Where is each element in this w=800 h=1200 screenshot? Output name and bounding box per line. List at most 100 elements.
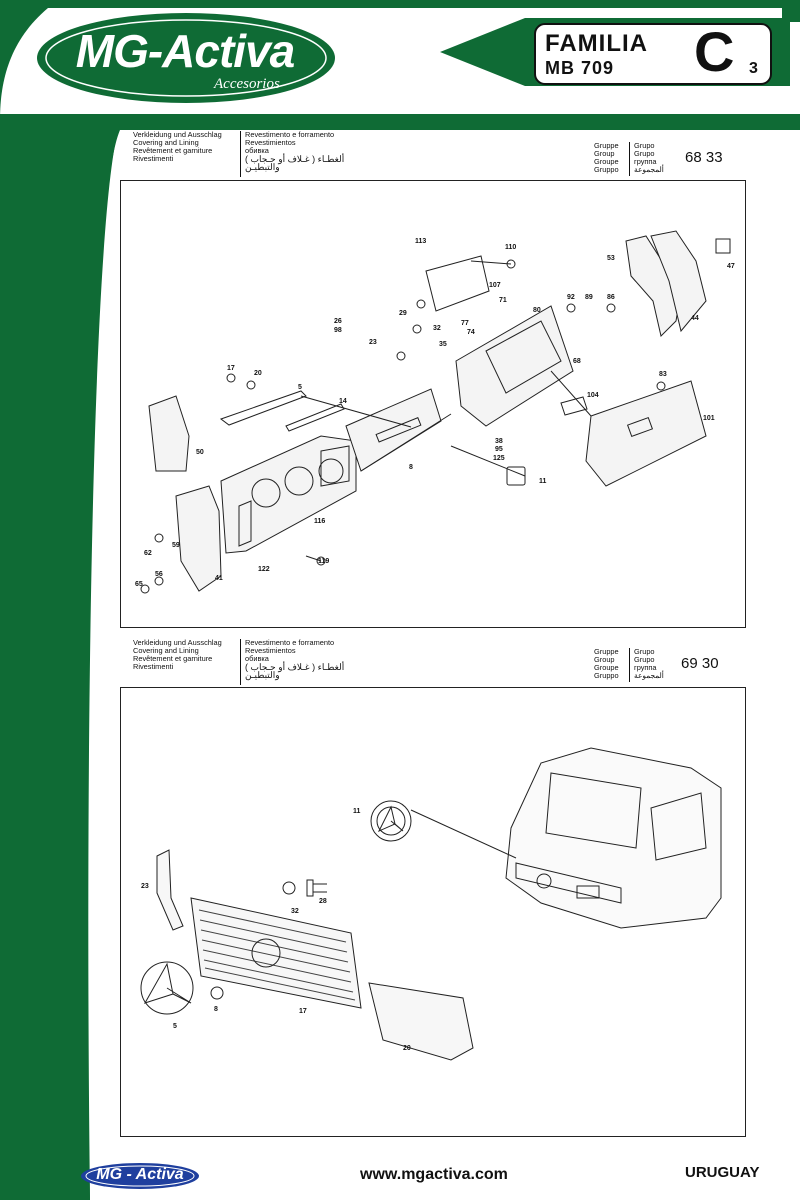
header-divider xyxy=(240,131,241,177)
section1-header-mid: Revestimento e forramento Revestimientos… xyxy=(245,131,395,172)
header-line: Revêtement et garniture xyxy=(133,146,213,155)
header-line: Covering and Lining xyxy=(133,138,199,147)
center-panel-part xyxy=(345,388,442,472)
section1-group-left: Gruppe Group Groupe Gruppo xyxy=(594,142,628,174)
group-label: Gruppo xyxy=(594,671,619,680)
callout: 104 xyxy=(587,392,599,399)
section2-header-mid: Revestimento e forramento Revestimientos… xyxy=(245,638,395,680)
callout: 62 xyxy=(144,550,152,557)
group-label: Gruppe xyxy=(594,141,619,150)
group-number: 68 33 xyxy=(685,149,723,166)
callout: 32 xyxy=(291,908,299,915)
callout: 5 xyxy=(173,1023,177,1030)
header-line: Revestimientos xyxy=(245,646,296,655)
section2-header-left: Verkleidung und Ausschlag Covering and L… xyxy=(133,639,239,671)
callout: 8 xyxy=(214,1006,218,1013)
callout: 20 xyxy=(254,370,262,377)
group-label: Grupo xyxy=(634,647,655,656)
group-divider xyxy=(629,648,630,682)
left-trim-part xyxy=(148,395,190,472)
callout: 107 xyxy=(489,282,501,289)
mirror-part xyxy=(425,255,490,312)
group-label: ألمجموعة xyxy=(634,165,664,174)
header-line: Revestimento e forramento xyxy=(245,638,335,647)
large-star xyxy=(140,961,194,1015)
callout: 20 xyxy=(403,1045,411,1052)
corner-trim xyxy=(368,982,474,1061)
callout: 26 xyxy=(334,318,342,325)
group-label: Group xyxy=(594,149,615,158)
callout: 68 xyxy=(573,358,581,365)
callout: 86 xyxy=(607,294,615,301)
grille-part xyxy=(190,897,362,1009)
group-label: Grupo xyxy=(634,141,655,150)
group-label: Gruppe xyxy=(594,647,619,656)
callout: 32 xyxy=(433,325,441,332)
callout: 11 xyxy=(353,808,361,815)
header-line: والتبطيـن xyxy=(245,670,280,680)
logo-subtitle: Accesorios xyxy=(214,76,280,92)
callout: 80 xyxy=(533,307,541,314)
logo-text: MG-Activa xyxy=(75,25,295,77)
group-number: 69 30 xyxy=(681,655,719,672)
callout: 89 xyxy=(585,294,593,301)
callout: 74 xyxy=(467,329,475,336)
footer-url[interactable]: www.mgactiva.com xyxy=(360,1166,508,1183)
section1-header-left: Verkleidung und Ausschlag Covering and L… xyxy=(133,131,239,163)
callout: 95 xyxy=(495,446,503,453)
callout: 5 xyxy=(298,384,302,391)
side-grille xyxy=(156,849,184,931)
group-label: Groupe xyxy=(594,663,619,672)
callout: 59 xyxy=(172,542,180,549)
group-divider xyxy=(629,142,630,176)
glove-box-part xyxy=(585,380,707,487)
callout: 83 xyxy=(659,371,667,378)
section2-group-left: Gruppe Group Groupe Gruppo xyxy=(594,648,628,680)
header-line: Rivestimenti xyxy=(133,154,174,163)
callout: 29 xyxy=(399,310,407,317)
gauge xyxy=(318,458,344,484)
callout: 35 xyxy=(439,341,447,348)
callout: 65 xyxy=(135,581,143,588)
diagram-panel-dashboard: 113 110 107 53 47 71 80 29 32 77 74 92 8… xyxy=(120,180,746,628)
dashboard-exploded-diagram xyxy=(140,230,731,594)
group-label: Grupo xyxy=(634,655,655,664)
right-pillar-part xyxy=(625,235,682,337)
truck-cab xyxy=(505,747,722,929)
gauge xyxy=(251,478,281,508)
section1-group-right: Grupo Grupo группа ألمجموعة xyxy=(634,142,678,174)
group-label: Groupe xyxy=(594,157,619,166)
callout: 23 xyxy=(369,339,377,346)
header-divider xyxy=(240,639,241,685)
callout: 122 xyxy=(258,566,270,573)
grille-exploded-diagram xyxy=(140,747,722,1061)
callout: 56 xyxy=(155,571,163,578)
group-label: Gruppo xyxy=(594,165,619,174)
group-label: ألمجموعة xyxy=(634,671,664,680)
family-number: 3 xyxy=(749,60,758,77)
logo-oval xyxy=(37,13,335,103)
center-console-part xyxy=(455,305,574,427)
header-line: Verkleidung und Ausschlag xyxy=(133,638,222,647)
header-line: обивка xyxy=(245,146,269,155)
familia-label: FAMILIA xyxy=(545,30,648,57)
callout: 53 xyxy=(607,255,615,262)
footer-logo-text: MG - Activa xyxy=(96,1166,184,1183)
callout: 71 xyxy=(499,297,507,304)
star-emblem xyxy=(370,800,412,842)
callout: 92 xyxy=(567,294,575,301)
footer-logo-oval xyxy=(81,1163,199,1189)
header-line: Revestimientos xyxy=(245,138,296,147)
family-letter: C xyxy=(694,20,735,83)
section2-group-right: Grupo Grupo группа ألمجموعة xyxy=(634,648,678,680)
callout: 110 xyxy=(505,244,517,251)
instrument-cluster-part xyxy=(220,435,357,554)
callout: 125 xyxy=(493,455,505,462)
callout: 38 xyxy=(495,438,503,445)
callout: 23 xyxy=(141,883,149,890)
callout: 47 xyxy=(727,263,735,270)
callout: 41 xyxy=(215,575,223,582)
callout: 17 xyxy=(299,1008,307,1015)
callout: 8 xyxy=(409,464,413,471)
callout: 44 xyxy=(691,315,699,322)
